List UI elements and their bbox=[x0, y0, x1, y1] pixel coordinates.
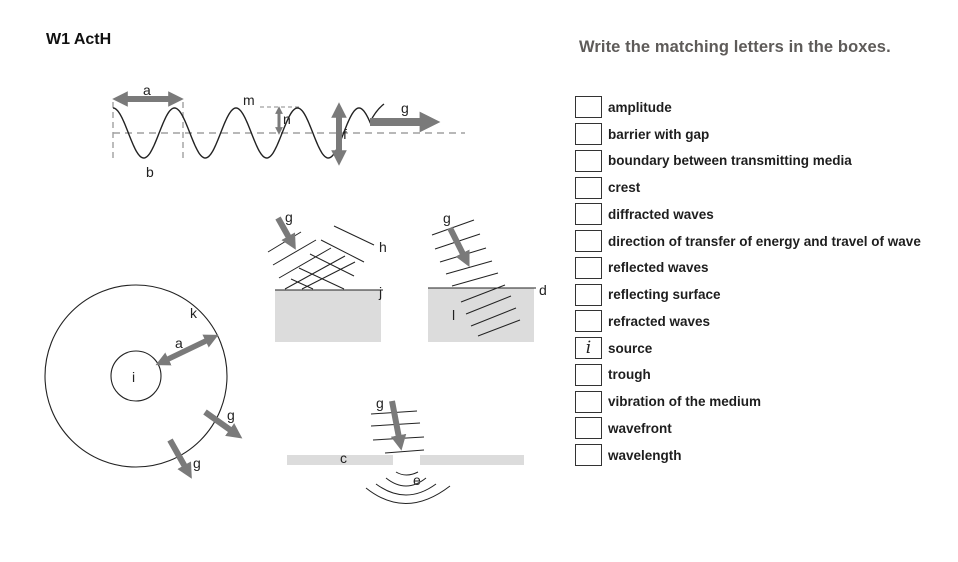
answer-label: vibration of the medium bbox=[608, 394, 762, 410]
barrier-left bbox=[287, 455, 393, 465]
answer-box[interactable] bbox=[575, 417, 602, 440]
answer-label: crest bbox=[608, 180, 641, 196]
diffraction-label-g: g bbox=[376, 395, 384, 411]
refraction-label-g: g bbox=[443, 210, 451, 226]
wave-label-f: f bbox=[343, 126, 347, 142]
answer-label: boundary between transmitting media bbox=[608, 153, 852, 169]
wavefront-circle bbox=[44, 284, 228, 468]
answer-box[interactable] bbox=[575, 310, 602, 333]
refraction-label-l: l bbox=[452, 307, 455, 323]
refracted-wavefronts bbox=[460, 284, 521, 337]
answer-row: amplitude bbox=[575, 94, 921, 121]
answer-row: refracted waves bbox=[575, 308, 921, 335]
answer-label: reflecting surface bbox=[608, 287, 721, 303]
answer-row: wavelength bbox=[575, 442, 921, 469]
answer-box[interactable]: i bbox=[575, 337, 602, 360]
answer-row: reflecting surface bbox=[575, 281, 921, 308]
answer-row: crest bbox=[575, 174, 921, 201]
answer-row: reflected waves bbox=[575, 255, 921, 282]
circle-label-g2: g bbox=[193, 455, 201, 471]
instruction-text: Write the matching letters in the boxes. bbox=[579, 38, 891, 56]
answer-box[interactable] bbox=[575, 444, 602, 467]
reflecting-medium bbox=[275, 290, 381, 342]
circle-label-a: a bbox=[175, 335, 183, 351]
answer-box[interactable] bbox=[575, 96, 602, 119]
diffracted-wavefronts bbox=[365, 471, 451, 504]
circle-label-k: k bbox=[190, 305, 198, 321]
answer-box[interactable] bbox=[575, 230, 602, 253]
answer-label: trough bbox=[608, 367, 651, 383]
answer-row: diffracted waves bbox=[575, 201, 921, 228]
answer-row: barrier with gap bbox=[575, 121, 921, 148]
refracting-medium bbox=[428, 288, 534, 342]
circular-wave-diagram: i a k g g bbox=[44, 284, 243, 479]
reflection-label-g: g bbox=[285, 209, 293, 225]
incident-wavefronts bbox=[267, 231, 356, 290]
diffraction-label-e: e bbox=[413, 472, 421, 488]
reflection-label-j: j bbox=[378, 284, 382, 300]
answer-list: amplitude barrier with gap boundary betwee… bbox=[575, 94, 921, 469]
answer-row: direction of transfer of energy and trav… bbox=[575, 228, 921, 255]
answer-label: amplitude bbox=[608, 99, 672, 115]
diffraction-diagram: g c e bbox=[287, 395, 524, 504]
refraction-direction-arrow-icon bbox=[447, 226, 470, 267]
radius-arrow-icon bbox=[155, 334, 219, 366]
refraction-diagram: g d l bbox=[428, 210, 547, 342]
answer-row: wavefront bbox=[575, 415, 921, 442]
answer-label: wavelength bbox=[608, 447, 682, 463]
reflection-label-h: h bbox=[379, 239, 387, 255]
page-title: W1 ActH bbox=[46, 31, 112, 48]
answer-label: direction of transfer of energy and trav… bbox=[608, 233, 921, 249]
circle-label-i: i bbox=[132, 369, 135, 385]
barrier-right bbox=[420, 455, 524, 465]
answer-box[interactable] bbox=[575, 149, 602, 172]
wave-label-m: m bbox=[243, 92, 255, 108]
answer-label: refracted waves bbox=[608, 313, 711, 329]
wave-label-n: n bbox=[283, 111, 291, 127]
answer-box[interactable] bbox=[575, 256, 602, 279]
wave-label-a: a bbox=[143, 82, 151, 98]
answer-row: vibration of the medium bbox=[575, 388, 921, 415]
answer-box[interactable] bbox=[575, 283, 602, 306]
diffraction-direction-arrow-icon bbox=[389, 400, 407, 451]
answer-label: wavefront bbox=[608, 420, 672, 436]
reflection-diagram: g h j bbox=[267, 209, 387, 342]
reflected-wavefronts bbox=[290, 225, 375, 290]
reflection-direction-arrow-icon bbox=[275, 216, 296, 250]
answer-box[interactable] bbox=[575, 176, 602, 199]
source-circle bbox=[110, 350, 162, 402]
wave-label-g: g bbox=[401, 100, 409, 116]
answer-label: source bbox=[608, 340, 653, 356]
answer-row: boundary between transmitting media bbox=[575, 148, 921, 175]
wave-label-b: b bbox=[146, 164, 154, 180]
circle-direction-arrow-1-icon bbox=[203, 409, 243, 439]
answer-label: diffracted waves bbox=[608, 206, 714, 222]
answer-box[interactable] bbox=[575, 390, 602, 413]
answer-box[interactable] bbox=[575, 363, 602, 386]
diffraction-label-c: c bbox=[340, 450, 347, 466]
answer-label: reflected waves bbox=[608, 260, 709, 276]
circle-label-g1: g bbox=[227, 407, 235, 423]
transverse-wave-diagram: a b m n f g bbox=[112, 82, 465, 180]
answer-label: barrier with gap bbox=[608, 126, 710, 142]
answer-box[interactable] bbox=[575, 203, 602, 226]
refraction-label-d: d bbox=[539, 282, 547, 298]
answer-box[interactable] bbox=[575, 123, 602, 146]
answer-row: trough bbox=[575, 362, 921, 389]
circle-direction-arrow-2-icon bbox=[167, 438, 192, 479]
